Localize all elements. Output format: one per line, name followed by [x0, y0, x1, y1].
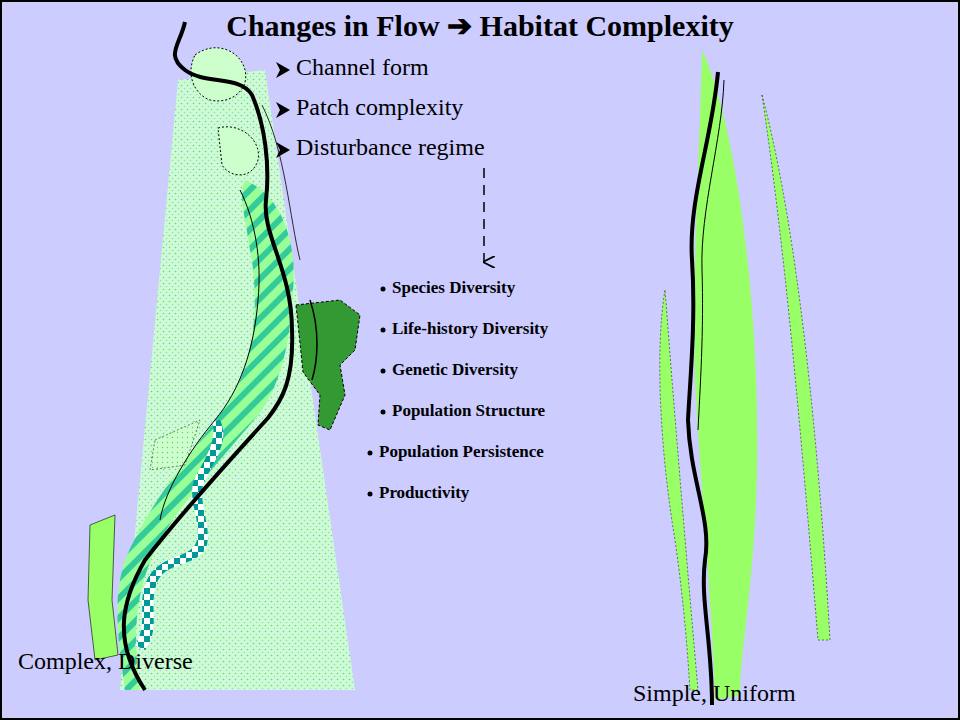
outcome-item: Species Diversity — [392, 278, 515, 298]
slide-title: Changes in Flow ➔ Habitat Complexity — [226, 8, 734, 43]
panel-caption: Complex, Diverse — [18, 648, 193, 675]
factor-item: Disturbance regime — [296, 134, 485, 161]
simple-channel — [660, 50, 830, 705]
panel-caption: Simple, Uniform — [633, 680, 796, 707]
complex-channel — [88, 22, 360, 690]
outcome-item: Population Structure — [392, 401, 545, 421]
outcome-item: Life-history Diversity — [392, 319, 548, 339]
factor-item: Channel form — [296, 54, 429, 81]
dashed-arrow — [483, 168, 485, 262]
factor-item: Patch complexity — [296, 94, 463, 121]
outcome-item: Genetic Diversity — [392, 360, 518, 380]
bullet-markers — [276, 62, 386, 497]
outcome-item: Productivity — [379, 483, 469, 503]
outcome-item: Population Persistence — [379, 442, 544, 462]
